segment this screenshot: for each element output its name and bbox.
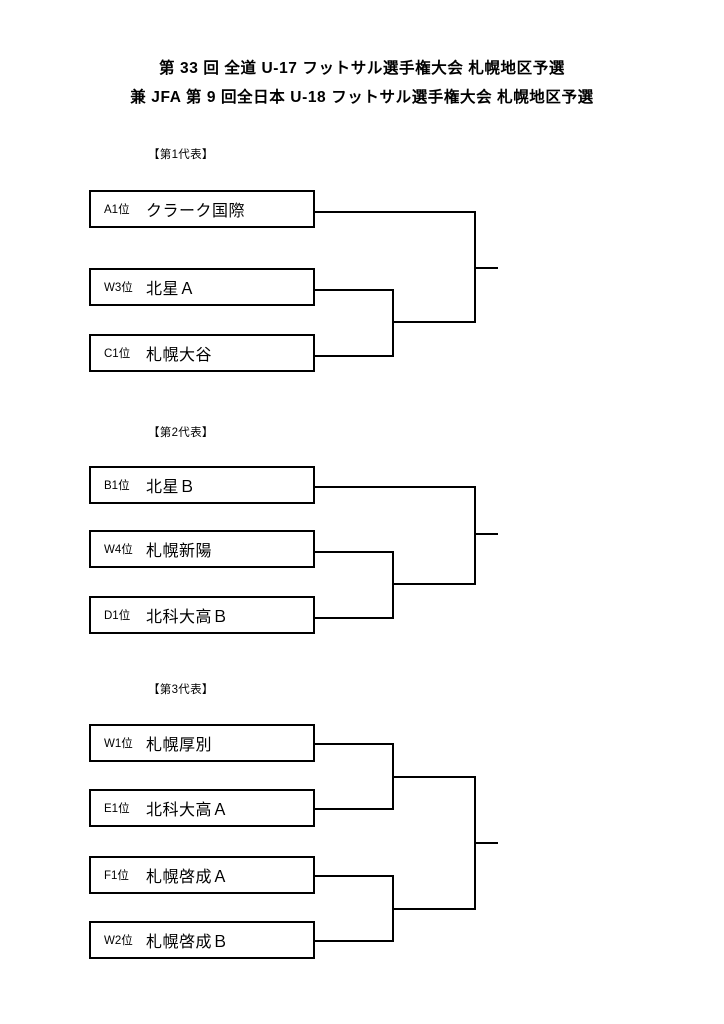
bracket-line [315,289,394,291]
team-seed: E1位 [104,803,130,815]
bracket-line [315,808,394,810]
bracket-line [474,842,498,844]
team-seed: A1位 [104,204,130,216]
team-box[interactable]: E1位 北科大高Ａ [89,789,315,827]
team-seed: W2位 [104,935,133,947]
section-label-2: 【第2代表】 [148,427,214,439]
title-line-2: 兼 JFA 第 9 回全日本 U-18 フットサル選手権大会 札幌地区予選 [130,89,594,106]
team-seed: B1位 [104,480,130,492]
team-seed: F1位 [104,870,129,882]
bracket-line [474,267,498,269]
bracket-line [315,617,394,619]
bracket-line [315,355,394,357]
team-seed: W3位 [104,282,133,294]
bracket-line [315,211,476,213]
team-box[interactable]: F1位 札幌啓成Ａ [89,856,315,894]
bracket-line [474,486,476,585]
bracket-line [315,875,394,877]
bracket-line [392,551,394,619]
bracket-line [392,908,476,910]
team-box[interactable]: D1位 北科大高Ｂ [89,596,315,634]
bracket-line [474,533,498,535]
bracket-line [315,940,394,942]
team-name: クラーク国際 [146,203,246,220]
team-box[interactable]: C1位 札幌大谷 [89,334,315,372]
team-name: 北星Ａ [146,281,196,298]
team-seed: W1位 [104,738,133,750]
bracket-line [315,551,394,553]
bracket-line [392,321,476,323]
team-name: 札幌啓成Ｂ [146,934,229,951]
team-box[interactable]: A1位 クラーク国際 [89,190,315,228]
team-name: 北科大高Ｂ [146,609,229,626]
title-line-1: 第 33 回 全道 U-17 フットサル選手権大会 札幌地区予選 [159,60,565,77]
section-label-1: 【第1代表】 [148,149,214,161]
team-box[interactable]: B1位 北星Ｂ [89,466,315,504]
team-box[interactable]: W4位 札幌新陽 [89,530,315,568]
team-name: 札幌厚別 [146,737,213,754]
bracket-line [392,289,394,357]
team-box[interactable]: W1位 札幌厚別 [89,724,315,762]
team-name: 札幌啓成Ａ [146,869,229,886]
team-name: 札幌新陽 [146,543,213,560]
team-seed: C1位 [104,348,131,360]
team-box[interactable]: W2位 札幌啓成Ｂ [89,921,315,959]
bracket-line [392,583,476,585]
team-seed: W4位 [104,544,133,556]
section-label-3: 【第3代表】 [148,684,214,696]
page-title: 第 33 回 全道 U-17 フットサル選手権大会 札幌地区予選 兼 JFA 第… [0,54,724,112]
bracket-line [315,743,394,745]
team-name: 北科大高Ａ [146,802,229,819]
bracket-line [315,486,476,488]
team-seed: D1位 [104,610,131,622]
team-name: 北星Ｂ [146,479,196,496]
team-box[interactable]: W3位 北星Ａ [89,268,315,306]
team-name: 札幌大谷 [146,347,213,364]
bracket-line [392,776,476,778]
